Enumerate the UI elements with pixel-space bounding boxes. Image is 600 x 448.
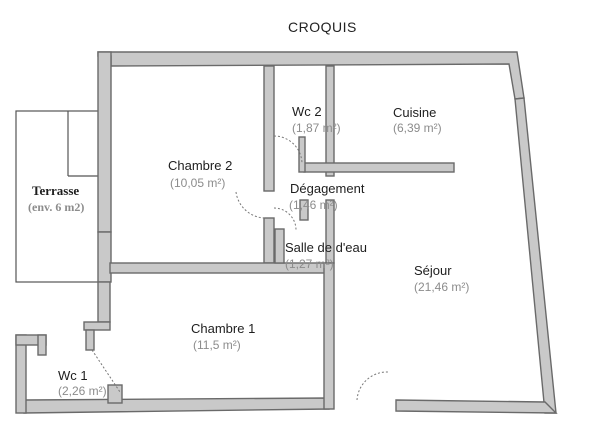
room-chambre2-area: (10,05 m²)	[170, 176, 225, 190]
room-chambre2-name: Chambre 2	[168, 158, 232, 173]
room-cuisine-area: (6,39 m²)	[393, 121, 442, 135]
room-chambre1-name: Chambre 1	[191, 321, 255, 336]
room-sejour-name: Séjour	[414, 263, 452, 278]
room-sejour-area: (21,46 m²)	[414, 280, 469, 294]
room-terrasse-name: Terrasse	[32, 183, 79, 198]
room-wc1-name: Wc 1	[58, 368, 88, 383]
interior-walls	[109, 65, 455, 410]
room-wc1-area: (2,26 m²)	[58, 384, 107, 398]
outer-walls	[15, 51, 558, 414]
room-chambre1-area: (11,5 m²)	[193, 338, 241, 352]
door-swings	[91, 135, 389, 401]
room-salle-deau-area: (1,27 m²)	[285, 257, 334, 271]
plan-title: CROQUIS	[288, 19, 357, 35]
room-wc2-area: (1,87 m²)	[292, 121, 341, 135]
room-cuisine-name: Cuisine	[393, 105, 436, 120]
room-salle-deau-name: Salle de d'eau	[285, 240, 367, 255]
room-degagement-area: (1,46 m²)	[289, 198, 338, 212]
room-wc2-name: Wc 2	[292, 104, 322, 119]
room-degagement-name: Dégagement	[290, 181, 365, 196]
room-terrasse-area: (env. 6 m2)	[28, 200, 84, 214]
